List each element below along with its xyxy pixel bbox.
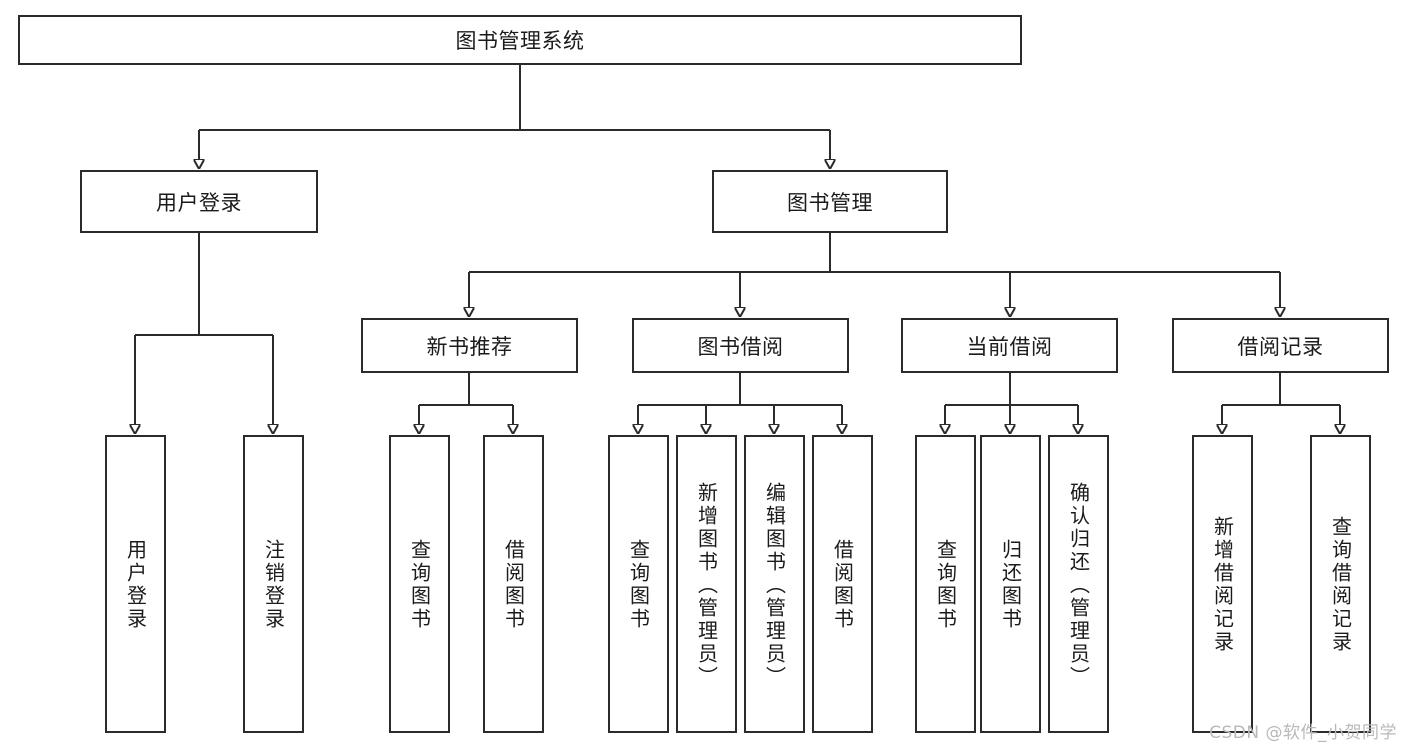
node-label: 借阅图书 [830,539,855,631]
node-label: 用户登录 [156,190,242,215]
leaf-borrow-record-query-record[interactable]: 查询借阅记录 [1310,435,1371,733]
node-label: 查询图书 [407,539,432,631]
node-label: 新增借阅记录 [1210,516,1235,654]
node-borrow-record[interactable]: 借阅记录 [1172,318,1389,373]
node-label: 图书借阅 [697,334,784,359]
node-label: 借阅记录 [1237,334,1324,359]
node-current-borrow[interactable]: 当前借阅 [901,318,1118,373]
leaf-user-login-logout[interactable]: 注销登录 [243,435,304,733]
node-label: 用户登录 [123,539,148,631]
node-root-book-management-system[interactable]: 图书管理系统 [18,15,1022,65]
leaf-book-borrow-edit-book-admin[interactable]: 编辑图书（管理员） [744,435,805,733]
leaf-book-borrow-borrow-book[interactable]: 借阅图书 [812,435,873,733]
node-label: 新增图书（管理员） [694,481,719,689]
node-label: 编辑图书（管理员） [762,481,787,689]
leaf-user-login-login[interactable]: 用户登录 [105,435,166,733]
leaf-current-borrow-return-book[interactable]: 归还图书 [980,435,1041,733]
leaf-new-book-query-book[interactable]: 查询图书 [389,435,450,733]
node-label: 新书推荐 [426,334,513,359]
leaf-new-book-borrow-book[interactable]: 借阅图书 [483,435,544,733]
leaf-borrow-record-add-record[interactable]: 新增借阅记录 [1192,435,1253,733]
watermark: CSDN @软件_小贺同学 [1209,723,1397,743]
leaf-book-borrow-query-book[interactable]: 查询图书 [608,435,669,733]
node-new-book-recommend[interactable]: 新书推荐 [361,318,578,373]
node-label: 查询图书 [933,539,958,631]
node-label: 图书管理 [787,190,873,215]
node-label: 借阅图书 [501,539,526,631]
node-label: 当前借阅 [966,334,1053,359]
node-label: 查询图书 [626,539,651,631]
leaf-current-borrow-confirm-return-admin[interactable]: 确认归还（管理员） [1048,435,1109,733]
node-label: 注销登录 [261,539,286,631]
node-label: 确认归还（管理员） [1066,481,1091,689]
leaf-current-borrow-query-book[interactable]: 查询图书 [915,435,976,733]
node-label: 图书管理系统 [455,29,585,53]
node-book-management[interactable]: 图书管理 [712,170,948,233]
leaf-book-borrow-add-book-admin[interactable]: 新增图书（管理员） [676,435,737,733]
node-user-login[interactable]: 用户登录 [80,170,318,233]
node-book-borrow[interactable]: 图书借阅 [632,318,849,373]
node-label: 查询借阅记录 [1328,516,1353,654]
node-label: 归还图书 [998,539,1023,631]
